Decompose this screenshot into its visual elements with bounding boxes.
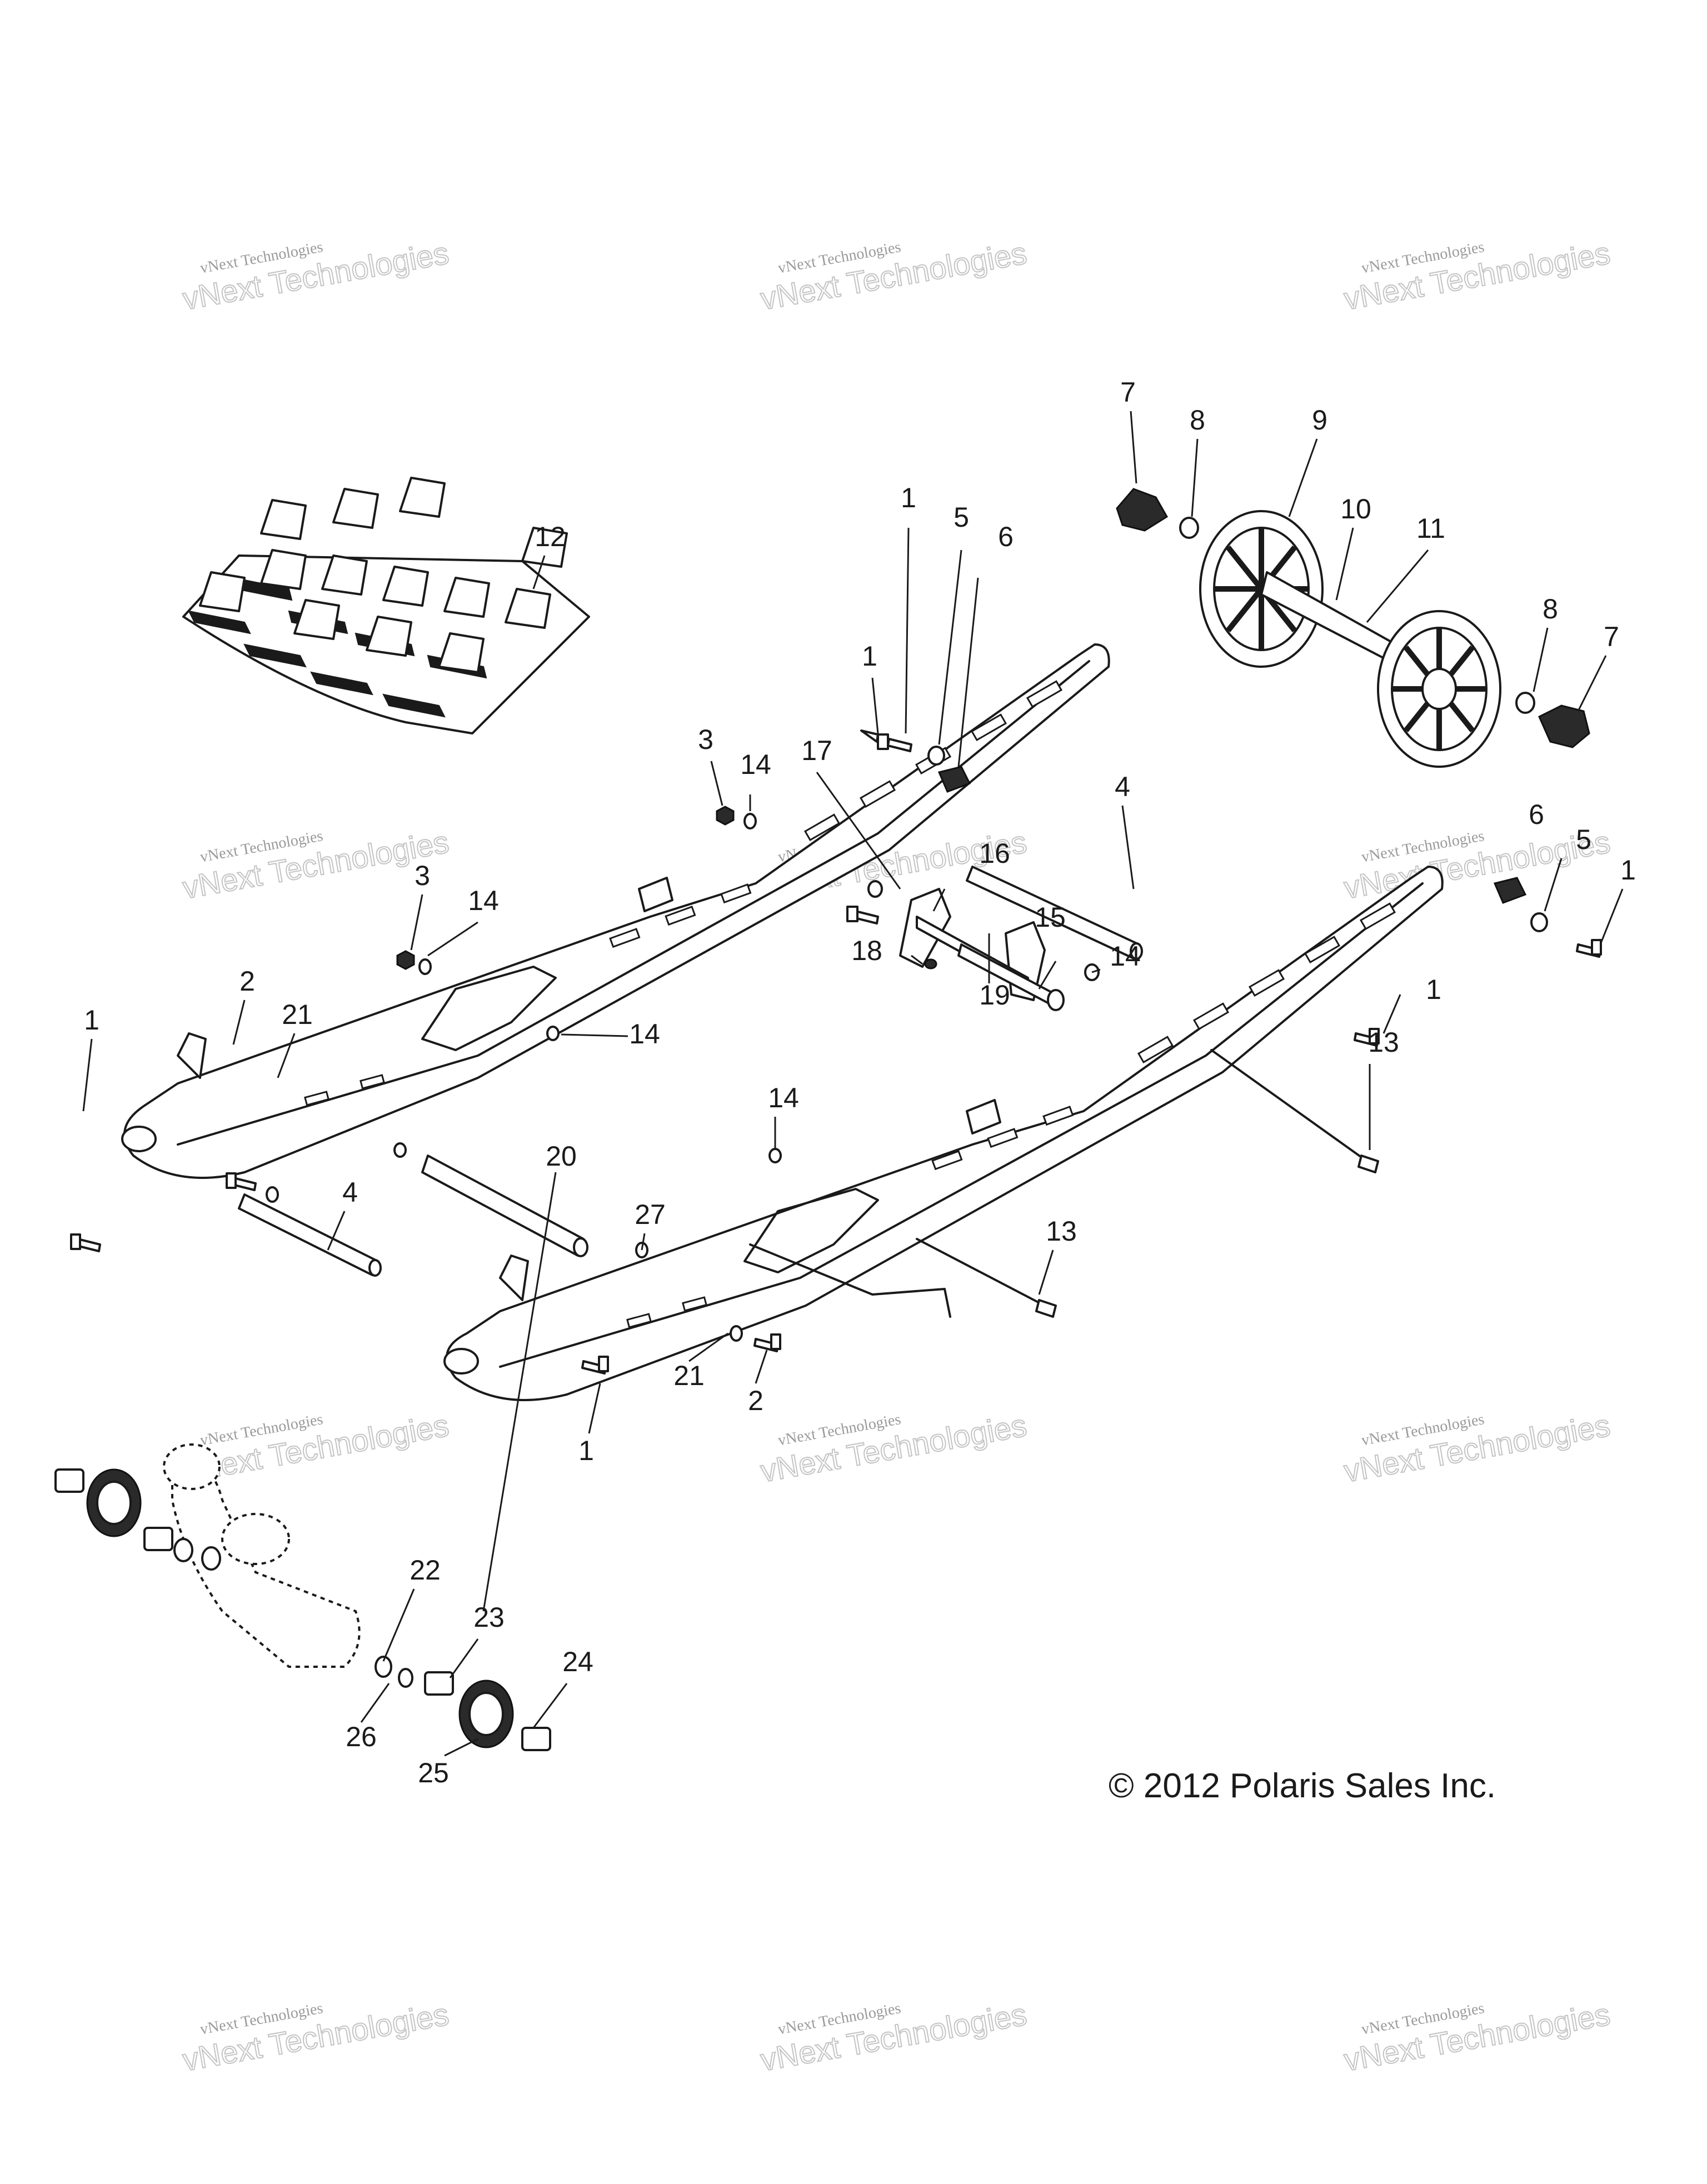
leader-lines [82,411,1624,1757]
callout-14: 14 [1110,941,1141,972]
callout-1: 1 [1426,974,1441,1005]
callout-10: 10 [1340,493,1371,524]
callout-1: 1 [578,1435,594,1466]
callout-18: 18 [851,935,882,966]
watermark: vNext Technologies vNext Technologies [757,234,1030,317]
callout-11: 11 [1416,513,1445,544]
callout-8: 8 [1543,593,1558,624]
callout-7: 7 [1120,377,1136,408]
watermark: vNext Technologies vNext Technologies [1341,1407,1613,1489]
callout-14: 14 [768,1082,799,1113]
callout-21: 21 [673,1360,705,1391]
callout-3: 3 [698,724,713,755]
watermark: vNext Technologies vNext Technologies [179,234,452,317]
callout-15: 15 [1035,902,1066,933]
callout-17: 17 [801,735,832,766]
callout-3: 3 [415,860,430,891]
callout-1: 1 [1620,854,1636,886]
shock-and-wheels [54,1443,551,1751]
watermark: vNext Technologies vNext Technologies [757,1407,1030,1489]
watermark: vNext Technologies vNext Technologies [179,823,452,906]
cross-shafts [238,866,1379,1318]
callout-25: 25 [418,1757,449,1788]
right-rail [443,866,1444,1401]
left-rail [121,643,1110,1179]
callout-1: 1 [84,1004,99,1036]
callout-27: 27 [635,1199,666,1230]
rear-idler-assembly [1116,488,1590,768]
callout-6: 6 [998,521,1014,552]
callout-5: 5 [1576,824,1591,855]
callout-6: 6 [1529,799,1544,830]
callout-4: 4 [1115,771,1130,802]
watermark: vNext Technologies vNext Technologies [1341,823,1613,906]
callout-2: 2 [239,966,255,997]
hardware [70,729,1602,1375]
callout-labels: 7 8 9 10 11 8 7 12 1 5 6 1 3 14 17 4 6 5… [84,377,1636,1788]
track-section [182,477,590,734]
callout-14: 14 [468,885,499,916]
watermark: vNext Technologies vNext Technologies [757,1996,1030,2078]
callout-13: 13 [1046,1216,1077,1247]
callout-12: 12 [535,521,566,552]
center-bracket [899,888,1065,1011]
callout-26: 26 [346,1721,377,1752]
watermark: vNext Technologies vNext Technologies [1341,234,1613,317]
callout-20: 20 [546,1141,577,1172]
watermark: vNext Technologies vNext Technologies [1341,1996,1613,2078]
callout-5: 5 [954,502,969,533]
callout-19: 19 [979,979,1010,1011]
callout-7: 7 [1604,621,1619,652]
callout-16: 16 [979,838,1010,869]
callout-2: 2 [748,1385,763,1416]
callout-8: 8 [1190,404,1205,436]
callout-23: 23 [473,1602,505,1633]
callout-4: 4 [342,1177,358,1208]
callout-14: 14 [740,749,771,780]
watermark: vNext Technologies vNext Technologies [179,1996,452,2078]
callout-13: 13 [1368,1027,1399,1058]
callout-14: 14 [629,1018,660,1049]
callout-1: 1 [862,641,877,672]
callout-24: 24 [562,1646,593,1677]
callout-21: 21 [282,999,313,1030]
callout-9: 9 [1312,404,1327,436]
copyright-notice: © 2012 Polaris Sales Inc. [1109,1767,1496,1805]
callout-22: 22 [410,1555,441,1586]
callout-1: 1 [901,482,916,513]
